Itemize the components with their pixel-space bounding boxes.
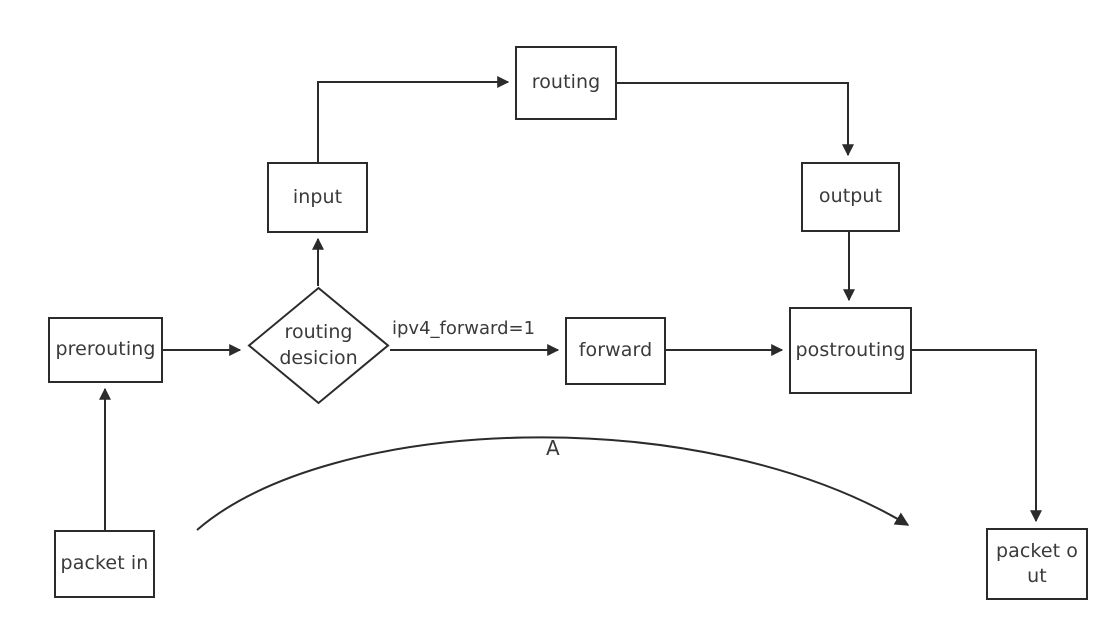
diamond-shape [247, 286, 390, 405]
node-postrouting[interactable]: postrouting [789, 307, 912, 394]
node-output[interactable]: output [801, 162, 900, 232]
node-packet-in-label: packet in [60, 552, 149, 575]
edge-label-ipv4-forward: ipv4_forward=1 [392, 318, 536, 339]
node-routing-label: routing [531, 71, 601, 94]
edge-postrouting-packetout [912, 349, 1042, 523]
node-prerouting-label: prerouting [55, 338, 156, 361]
node-packet-out-label: packet out [995, 539, 1079, 587]
node-forward-label: forward [578, 339, 653, 362]
node-input[interactable]: input [267, 162, 368, 233]
node-forward[interactable]: forward [565, 317, 666, 385]
node-routing-decision[interactable]: routing desicion [247, 286, 390, 405]
edge-input-routing [317, 76, 510, 162]
node-input-label: input [292, 185, 343, 208]
edge-curve-a [196, 436, 910, 531]
node-prerouting[interactable]: prerouting [48, 317, 163, 383]
node-postrouting-label: postrouting [795, 338, 906, 361]
node-packet-out[interactable]: packet out [986, 528, 1088, 600]
edge-routing-output [617, 82, 854, 157]
node-packet-in[interactable]: packet in [54, 530, 155, 598]
node-routing[interactable]: routing [515, 46, 617, 120]
node-output-label: output [818, 185, 883, 208]
edge-label-curve-a: A [546, 436, 560, 460]
